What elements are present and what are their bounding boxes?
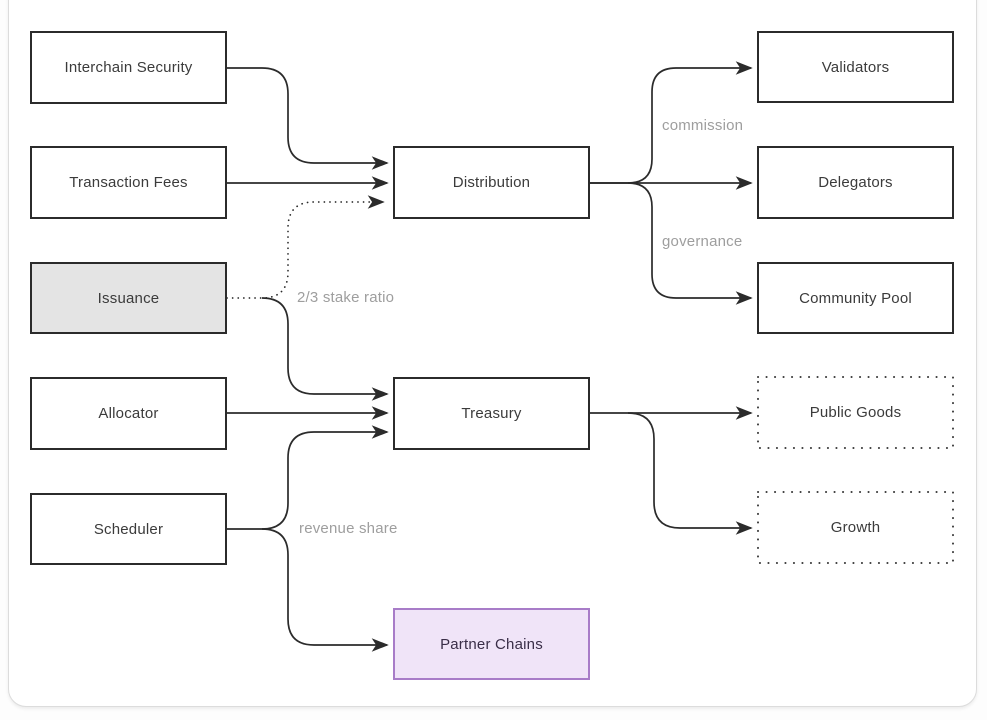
edge-scheduler-to-partner-chains [261,528,389,652]
edge-issuance-to-distribution-dotted [226,195,385,299]
node-issuance: Issuance [30,262,227,334]
public-goods-dotted-outline [757,376,954,449]
edge-label-governance: governance [662,233,743,250]
node-label: Partner Chains [440,635,543,653]
node-partner-chains: Partner Chains [393,608,590,680]
node-label: Interchain Security [64,59,193,76]
edge-label-revenue-share: revenue share [299,520,398,537]
edge-scheduler-to-treasury [227,425,389,530]
node-validators: Validators [757,31,954,103]
edge-interchain-to-distribution [227,67,389,170]
edge-issuance-to-treasury [261,297,389,401]
node-allocator: Allocator [30,377,227,450]
edge-treasury-to-growth [627,412,753,535]
growth-dotted-outline [757,491,954,564]
node-label: Scheduler [93,520,164,538]
node-label: Distribution [452,174,531,191]
node-community-pool: Community Pool [757,262,954,334]
node-public-goods: Public Goods [757,376,954,449]
node-treasury: Treasury [393,377,590,450]
edge-label-commission: commission [662,117,744,134]
node-interchain-security: Interchain Security [30,31,227,104]
node-growth: Growth [757,491,954,564]
node-transaction-fees: Transaction Fees [30,146,227,219]
diagram-card [8,0,977,707]
node-label: Transaction Fees [69,174,188,191]
node-label: Community Pool [799,289,912,307]
node-label: Issuance [97,289,160,307]
edge-label-stake-ratio: 2/3 stake ratio [297,289,395,306]
node-label: Growth [830,519,881,536]
node-label: Validators [821,58,890,76]
node-label: Delegators [818,174,893,191]
node-label: Public Goods [809,404,902,421]
edge-distribution-to-community-pool [627,182,753,305]
node-distribution: Distribution [393,146,590,219]
node-label: Treasury [461,405,522,422]
edge-distribution-to-validators [590,61,753,184]
node-label: Allocator [98,405,159,422]
node-scheduler: Scheduler [30,493,227,565]
node-delegators: Delegators [757,146,954,219]
